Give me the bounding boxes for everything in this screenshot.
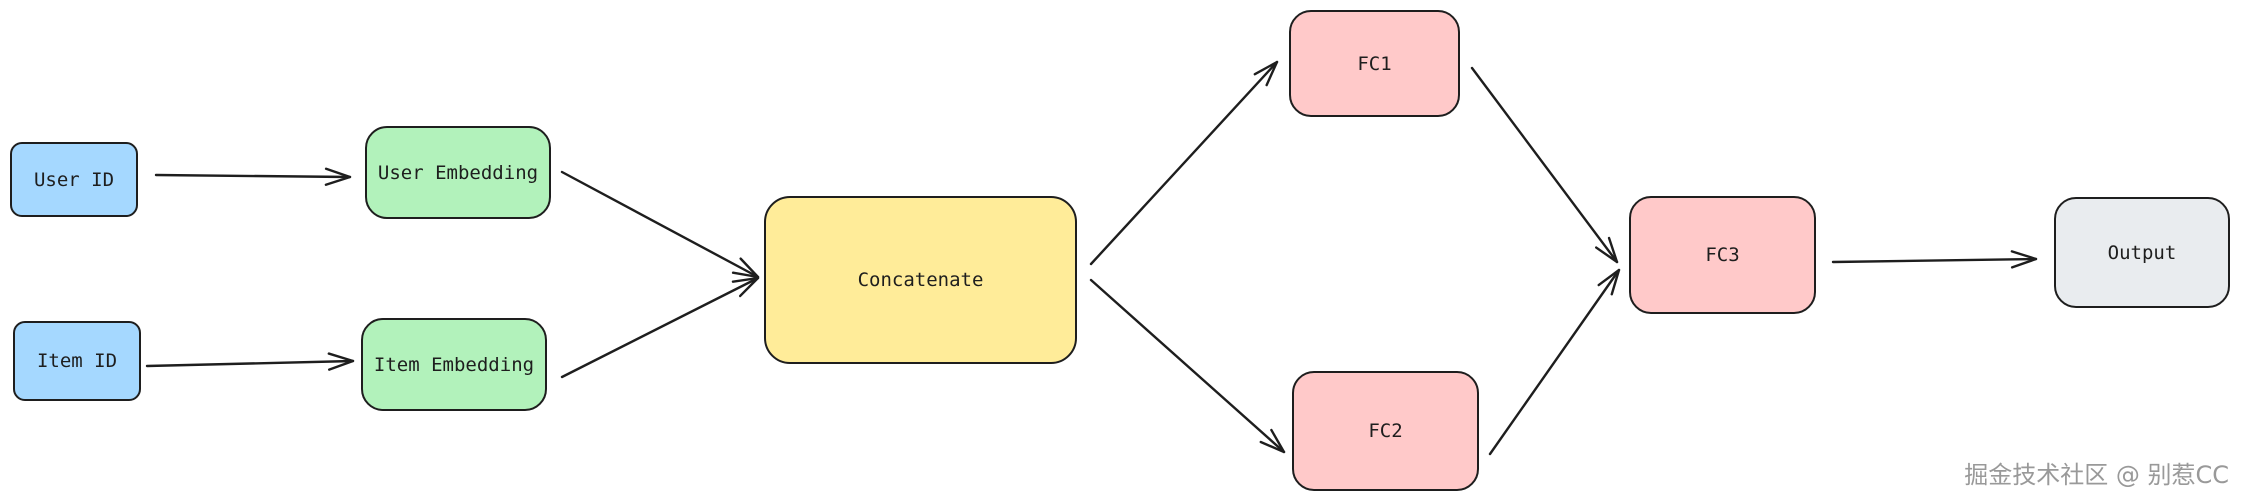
arrow-fc2-to-fc3 bbox=[1488, 268, 1621, 456]
arrow-userid-to-user-embedding bbox=[154, 167, 352, 186]
arrow-concatenate-to-fc1 bbox=[1089, 60, 1279, 266]
arrow-concatenate-to-fc2 bbox=[1089, 278, 1286, 454]
arrow-item-embedding-to-concatenate bbox=[560, 276, 760, 379]
user-id-node: User ID bbox=[10, 142, 138, 217]
arrow-fc1-to-fc3 bbox=[1470, 66, 1619, 264]
concatenate-node: Concatenate bbox=[764, 196, 1077, 364]
arrow-itemid-to-item-embedding bbox=[145, 352, 355, 371]
item-embedding-node: Item Embedding bbox=[361, 318, 547, 411]
arrow-fc3-to-output bbox=[1831, 250, 2038, 269]
item-id-node: Item ID bbox=[13, 321, 141, 401]
fc2-node: FC2 bbox=[1292, 371, 1479, 491]
watermark: 掘金技术社区 @ 别惹CC bbox=[1964, 461, 2229, 489]
fc3-node: FC3 bbox=[1629, 196, 1816, 314]
user-embedding-node: User Embedding bbox=[365, 126, 551, 219]
fc1-node: FC1 bbox=[1289, 10, 1460, 117]
arrow-user-embedding-to-concatenate bbox=[560, 170, 760, 279]
output-node: Output bbox=[2054, 197, 2230, 308]
